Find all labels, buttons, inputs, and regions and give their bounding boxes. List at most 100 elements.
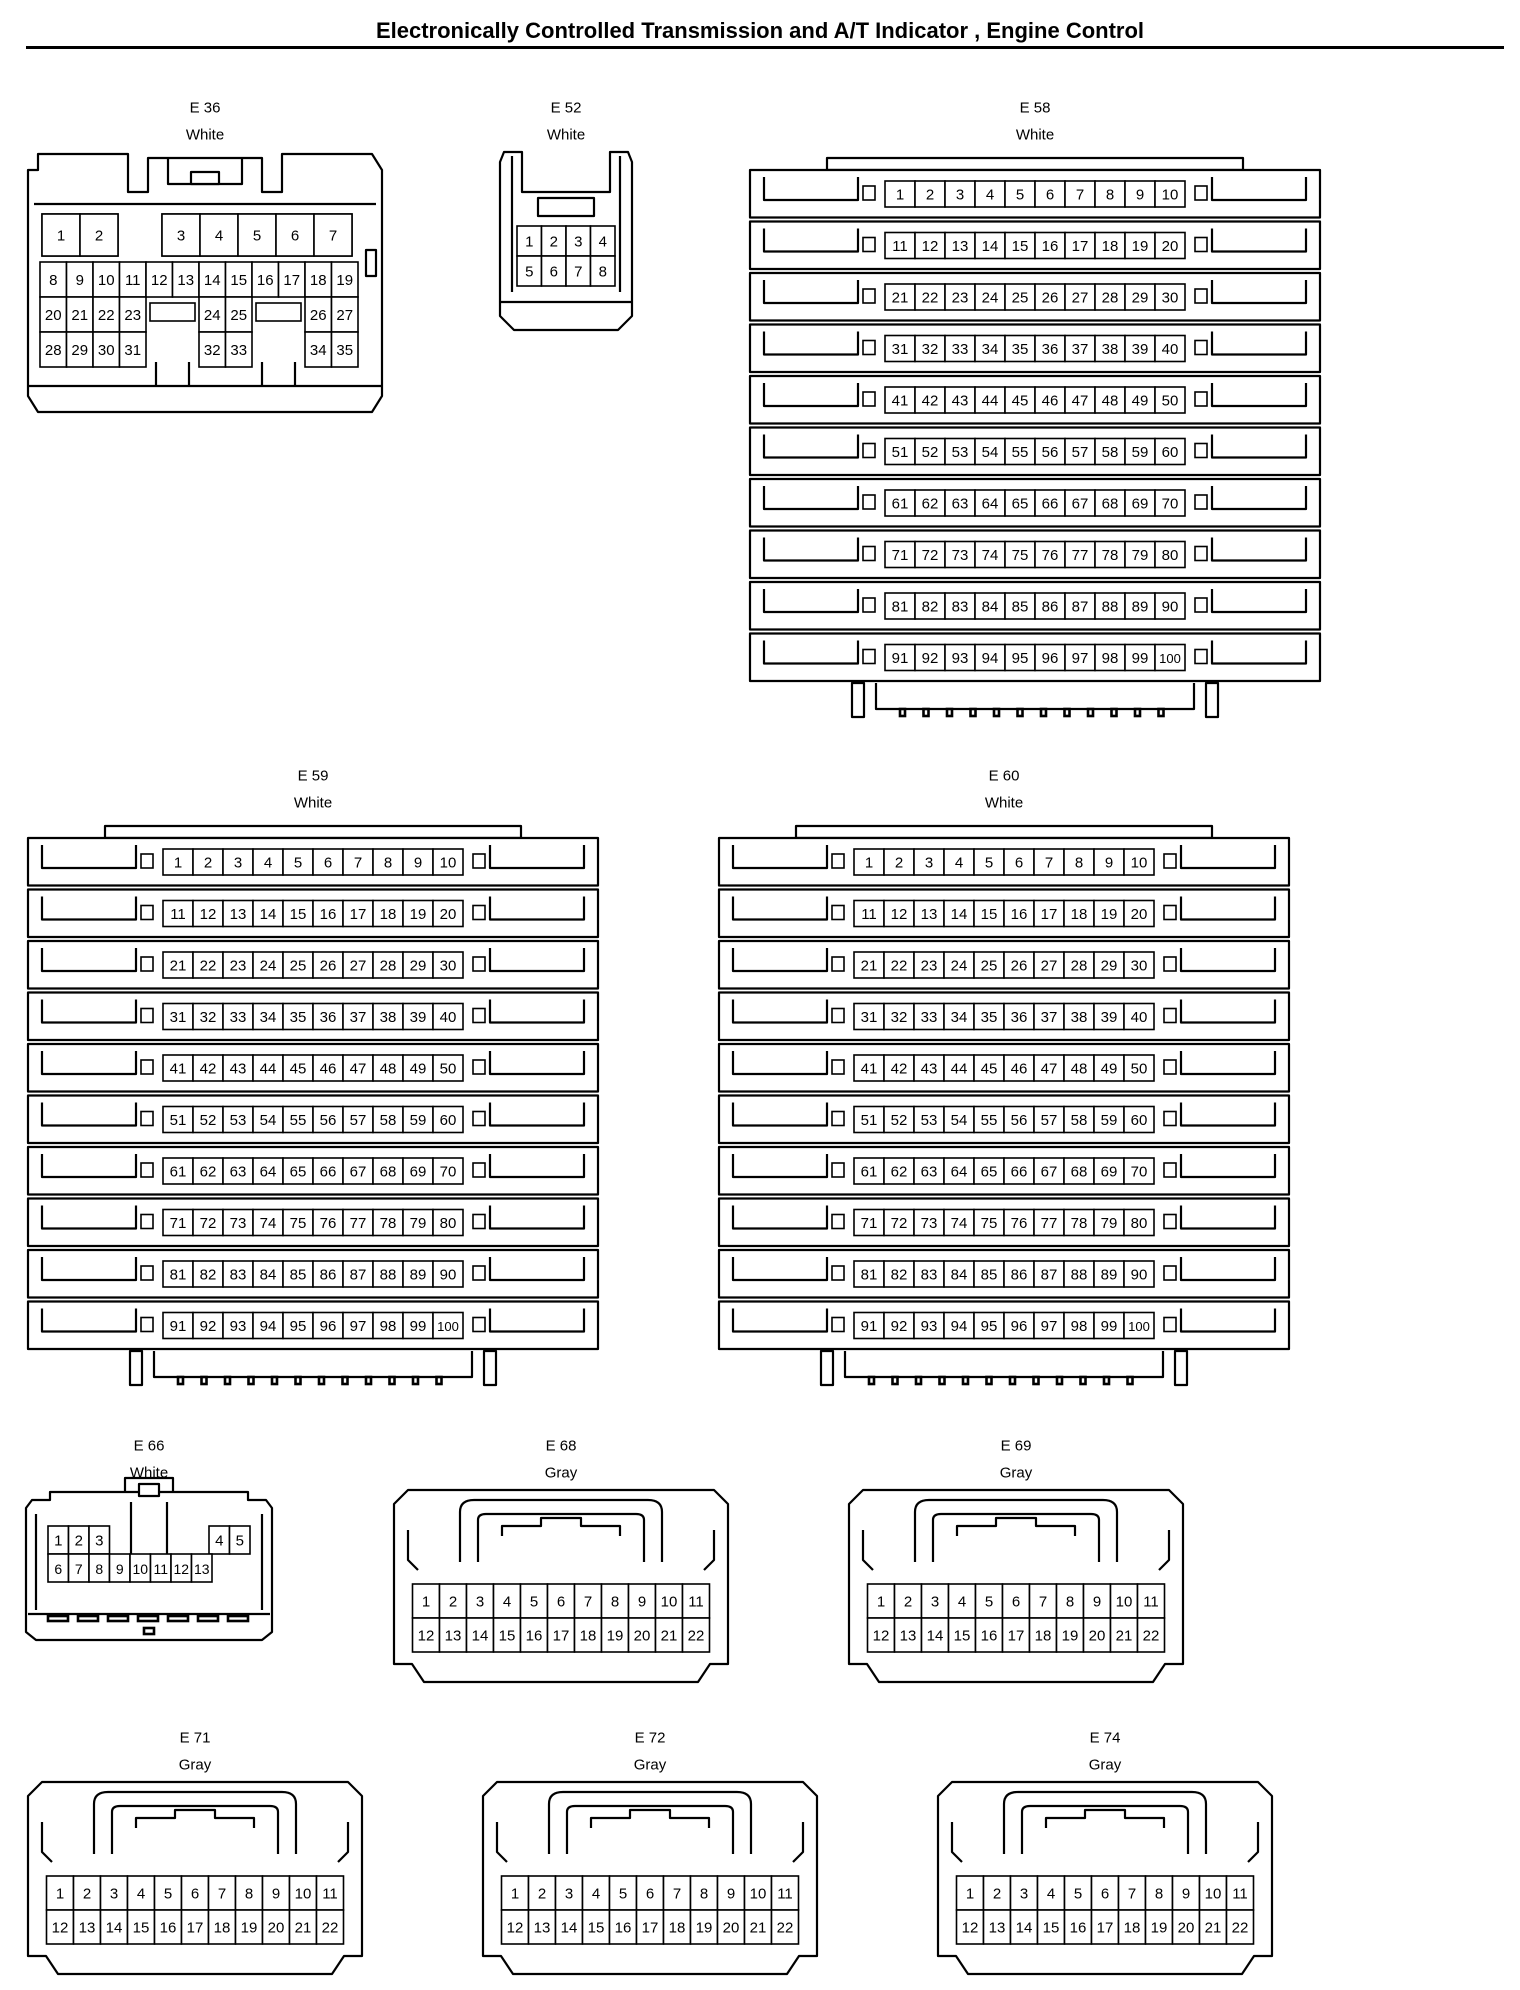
pin-number: 99: [1101, 1318, 1118, 1335]
pin-number: 3: [565, 1886, 573, 1903]
pin-cell: [1093, 1002, 1125, 1031]
pin-number: 59: [1132, 444, 1149, 461]
pin-number: 32: [891, 1009, 908, 1026]
lock-outer: [123, 1476, 175, 1492]
pin-number: 90: [1162, 599, 1179, 616]
pin-number: 95: [981, 1318, 998, 1335]
right-slot: [1210, 589, 1308, 614]
pin-number: 12: [418, 1628, 435, 1645]
pin-number: 45: [290, 1061, 307, 1078]
pin-cell: [342, 1311, 374, 1340]
pin-cell: [853, 1002, 885, 1031]
pin-cell: [153, 1875, 183, 1911]
pin-number: 31: [892, 341, 909, 358]
pin-number: 21: [1116, 1628, 1133, 1645]
latch-square: [831, 1265, 845, 1281]
pin-cell: [920, 1617, 950, 1653]
pin-cell: [1063, 848, 1095, 876]
pin-number: 98: [1102, 650, 1119, 667]
pin-cell: [1093, 1260, 1125, 1288]
pin-number: 22: [98, 307, 115, 324]
pin-number: 65: [290, 1164, 307, 1181]
pin-number: 28: [1102, 290, 1119, 307]
pin-number: 75: [1012, 547, 1029, 564]
pin-cell: [944, 283, 976, 311]
pin-cell: [342, 1157, 374, 1185]
pin-number: 3: [95, 1533, 103, 1550]
pin-number: 24: [951, 958, 968, 975]
pin-cell: [282, 848, 314, 876]
left-slot: [40, 1257, 138, 1282]
shoulder-left: [861, 1530, 874, 1571]
pin-number: 68: [1071, 1164, 1088, 1181]
base-tooth: [867, 1375, 876, 1386]
pin-number: 48: [1071, 1061, 1088, 1078]
pin-number: 2: [904, 1594, 912, 1611]
pin-number: 14: [951, 906, 968, 923]
connector-color: Gray: [1000, 1465, 1033, 1482]
pin-cell: [589, 255, 616, 287]
base-tooth: [1102, 1375, 1111, 1386]
pin-number: 8: [245, 1886, 253, 1903]
pin-number: 80: [440, 1215, 457, 1232]
pin-number: 90: [1131, 1267, 1148, 1284]
pin-cell: [1154, 231, 1186, 260]
right-slot: [488, 1102, 586, 1127]
pin-number: 16: [1042, 238, 1059, 255]
connector-id: E 59: [298, 768, 329, 785]
pin-number: 42: [891, 1061, 908, 1078]
pin-number: 50: [1131, 1061, 1148, 1078]
pin-number: 13: [534, 1920, 551, 1937]
pin-number: 19: [241, 1920, 258, 1937]
pin-cell: [126, 1909, 156, 1945]
pin-number: 14: [204, 272, 221, 289]
pin-number: 1: [966, 1886, 974, 1903]
pin-cell: [1123, 951, 1155, 979]
connector-color: White: [294, 795, 332, 812]
pin-cell: [944, 334, 976, 363]
pin-number: 6: [1101, 1886, 1109, 1903]
pin-number: 62: [922, 496, 939, 513]
pin-number: 25: [290, 958, 307, 975]
pin-cell: [944, 231, 976, 260]
pin-number: 1: [422, 1594, 430, 1611]
pin-number: 21: [861, 958, 878, 975]
pin-number: 59: [1101, 1112, 1118, 1129]
pin-number: 2: [75, 1533, 83, 1550]
base-tooth: [914, 1375, 923, 1386]
pin-cell: [1136, 1583, 1166, 1619]
pin-cell: [1198, 1909, 1228, 1945]
pin-cell: [1123, 1157, 1155, 1185]
pin-number: 75: [981, 1215, 998, 1232]
lock-tab: [955, 1516, 1077, 1536]
pin-number: 55: [981, 1112, 998, 1129]
pin-number: 3: [574, 234, 582, 251]
pin-cell: [913, 899, 945, 928]
pin-cell: [252, 848, 284, 876]
pin-number: 86: [1042, 599, 1059, 616]
pin-number: 67: [350, 1164, 367, 1181]
pin-cell: [743, 1909, 773, 1945]
pin-cell: [1055, 1583, 1085, 1619]
pin-cell: [853, 1054, 885, 1082]
pin-cell: [527, 1875, 557, 1911]
left-slot: [731, 1205, 829, 1230]
pin-number: 91: [861, 1318, 878, 1335]
pin-cell: [883, 1105, 915, 1134]
base-tooth: [1157, 707, 1165, 718]
pin-number: 22: [777, 1920, 794, 1937]
pin-cell: [554, 1909, 584, 1945]
pin-number: 71: [170, 1215, 187, 1232]
pin-cell: [1064, 592, 1096, 620]
latch-square: [831, 853, 845, 869]
pin-cell: [1028, 1617, 1058, 1653]
pin-cell: [973, 1208, 1005, 1237]
latch-square: [831, 1059, 845, 1075]
pin-number: 89: [1132, 599, 1149, 616]
base-tooth: [411, 1375, 420, 1386]
pin-number: 39: [1132, 341, 1149, 358]
pin-cell: [402, 1208, 434, 1237]
